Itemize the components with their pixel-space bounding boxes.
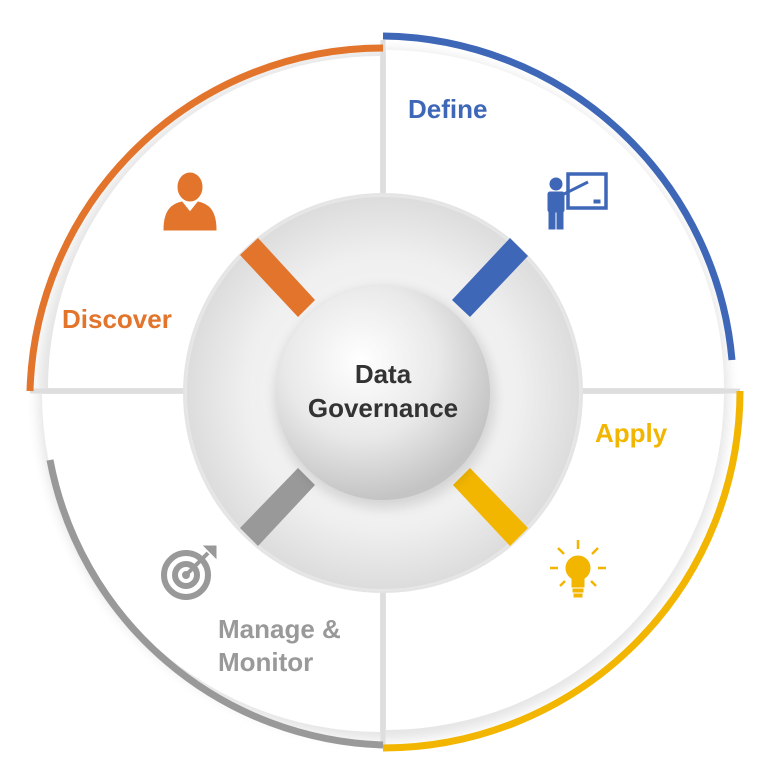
manage-label-line2: Monitor [218,647,313,677]
center-sphere [276,286,490,500]
center-title-line2: Governance [308,393,458,423]
discover-label: Discover [62,304,172,334]
manage-connector [240,468,315,546]
connectors [240,238,528,546]
discover-arc [26,44,384,392]
define-connector [452,238,528,317]
apply-label: Apply [595,418,668,448]
discover-connector [240,238,315,317]
person-icon [163,172,217,231]
define-label: Define [408,94,487,124]
define-arc [382,32,736,361]
apply-arc [382,390,744,752]
presenter-board-icon [547,172,608,230]
center-title-line1: Data [355,359,412,389]
apply-connector [453,468,528,546]
lightbulb-icon [550,540,606,598]
manage-label-line1: Manage & [218,614,341,644]
target-icon [161,545,217,600]
manage-arc [46,459,384,749]
